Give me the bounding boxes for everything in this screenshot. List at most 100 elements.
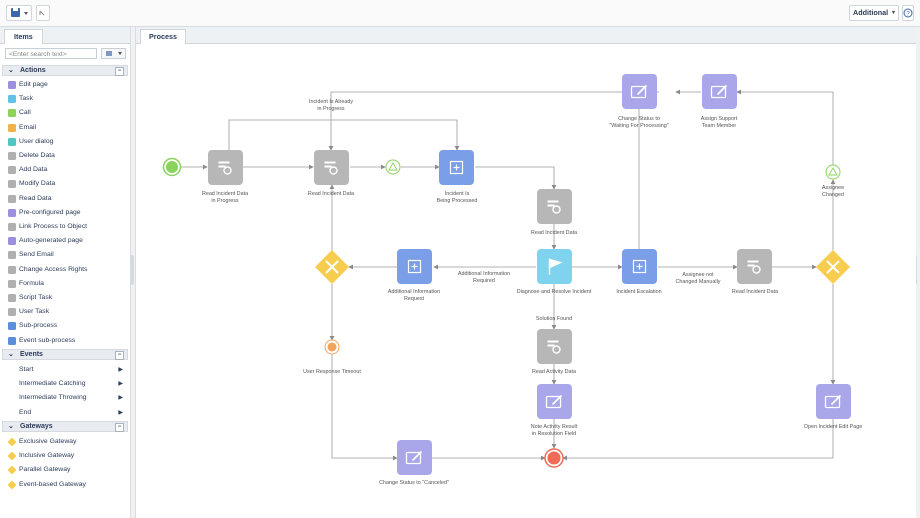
signal-event[interactable] (385, 159, 401, 175)
tab-items[interactable]: Items (4, 29, 43, 44)
collapse-icon[interactable]: − (115, 423, 124, 432)
action-icon (8, 152, 16, 160)
action-item-label: Send Email (19, 251, 54, 259)
label-diagnose-resolve: Diagnose and Resolve Incident (517, 289, 592, 295)
question-mark-icon: ? (903, 8, 913, 18)
action-item-label: Modify Data (19, 180, 56, 188)
tab-process[interactable]: Process (140, 29, 186, 44)
read-data-icon (747, 260, 759, 263)
end-event-fill (547, 451, 561, 465)
read-data-icon (547, 340, 559, 343)
chevron-down-icon: ⌄ (8, 67, 14, 74)
help-button[interactable]: ? (902, 5, 914, 21)
exclusive-gateway-right[interactable] (816, 250, 850, 284)
gateway-diamond-icon (7, 451, 17, 461)
action-icon (8, 123, 16, 132)
label-solution-found: Solution Found (536, 316, 572, 322)
change-status-waiting-node[interactable] (622, 74, 657, 109)
gateway-diamond-icon (7, 480, 17, 490)
action-icon (8, 294, 16, 302)
action-item-label: Add Data (19, 166, 48, 174)
action-icon (8, 223, 16, 231)
read-incident-2-node[interactable] (537, 189, 572, 224)
event-item-start[interactable]: Start▶ (19, 364, 126, 376)
undo-button[interactable] (36, 5, 50, 21)
pencil-icon (716, 84, 728, 96)
toolbar: Additional ▾ ? (0, 0, 920, 27)
action-item-label: Task (19, 95, 33, 103)
pencil-icon (411, 450, 423, 462)
action-icon (8, 322, 16, 331)
plus-icon (636, 263, 643, 270)
event-item-end[interactable]: End▶ (19, 407, 126, 419)
edit-page-icon (630, 85, 647, 99)
section-events[interactable]: ⌄ Events − (2, 349, 128, 360)
search-input[interactable]: <Enter search text> (5, 48, 97, 59)
incident-processed-node[interactable] (439, 150, 474, 185)
read-incident-node[interactable] (314, 150, 349, 185)
incident-escalation-node[interactable] (622, 249, 657, 284)
start-event-fill (166, 161, 178, 173)
items-tabstrip: Items (0, 27, 130, 44)
chevron-right-icon: ▶ (118, 409, 123, 416)
sequence-flow (228, 119, 460, 152)
action-item-label: Auto-generated page (19, 237, 83, 245)
action-icon (8, 308, 16, 317)
panel-splitter-handle[interactable] (130, 255, 134, 285)
label-change-status-waiting: Change Status to"Waiting For Processing" (609, 116, 668, 129)
collapse-icon[interactable]: − (115, 67, 124, 76)
section-gateways[interactable]: ⌄ Gateways − (2, 421, 128, 432)
gateway-item-label: Event-based Gateway (19, 480, 86, 488)
gateway-item-label: Parallel Gateway (19, 466, 71, 474)
action-icon (8, 166, 16, 175)
triangle-icon (828, 167, 838, 176)
action-icon (8, 95, 16, 104)
read-activity-node[interactable] (537, 329, 572, 364)
edit-page-icon (545, 395, 562, 409)
exclusive-gateway-left[interactable] (315, 250, 349, 284)
action-icon (8, 137, 16, 146)
action-item-label: Email (19, 123, 36, 131)
open-edit-page-node[interactable] (816, 384, 851, 419)
arrow-icon (39, 10, 45, 16)
action-icon (8, 208, 16, 217)
read-incident-progress-node[interactable] (208, 150, 243, 185)
collapse-icon[interactable]: − (115, 351, 124, 360)
additional-info-request-node[interactable] (397, 249, 432, 284)
read-data-icon-line (547, 204, 555, 207)
change-status-canceled-node[interactable] (397, 440, 432, 475)
read-data-icon-line (218, 165, 226, 168)
diagnose-resolve-node-shape[interactable] (537, 249, 572, 284)
gateway-item-label: Inclusive Gateway (19, 452, 75, 460)
action-item-label: Call (19, 109, 31, 117)
additional-menu-button[interactable]: Additional ▾ (849, 5, 899, 21)
view-mode-button[interactable] (101, 48, 126, 59)
save-button[interactable] (6, 5, 32, 21)
event-item-intermediate-catching[interactable]: Intermediate Catching▶ (19, 378, 126, 390)
edit-page-icon (405, 451, 422, 465)
pencil-icon (830, 394, 842, 406)
magnifier-icon (752, 265, 761, 274)
assignee-changed-event[interactable] (825, 164, 841, 180)
grid-icon (106, 51, 122, 56)
section-actions[interactable]: ⌄ Actions − (2, 65, 128, 76)
label-read-activity: Read Activity Data (532, 369, 576, 375)
pencil-icon (551, 394, 563, 406)
diagnose-resolve-node[interactable] (537, 249, 572, 284)
gateway-item-label: Exclusive Gateway (19, 438, 77, 445)
process-tabstrip: Process (136, 27, 916, 44)
note-activity-node[interactable] (537, 384, 572, 419)
sequence-flows (181, 89, 836, 461)
action-icon (8, 279, 16, 288)
subprocess-plus-icon (449, 160, 464, 175)
event-item-intermediate-throwing[interactable]: Intermediate Throwing▶ (19, 392, 126, 404)
read-incident-3-node[interactable] (737, 249, 772, 284)
assign-support-node[interactable] (702, 74, 737, 109)
chevron-down-icon: ⌄ (8, 423, 14, 430)
read-data-icon (218, 161, 230, 164)
